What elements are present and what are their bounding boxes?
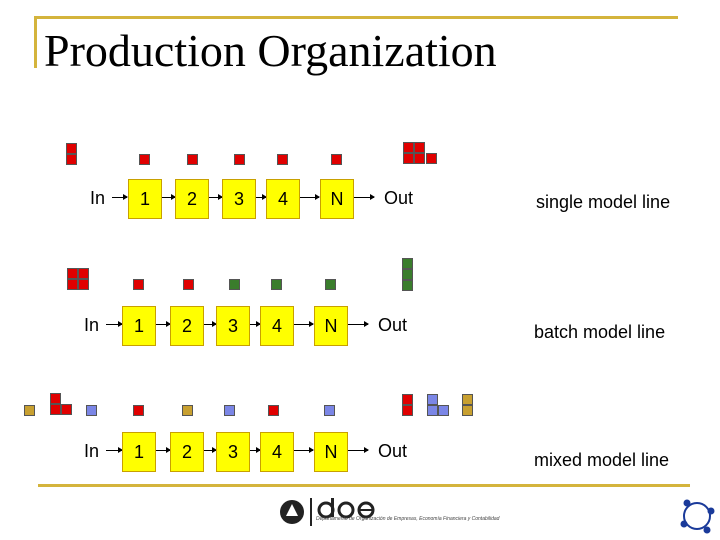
part-red	[50, 404, 61, 415]
flow-arrow	[256, 194, 267, 200]
part-red	[78, 268, 89, 279]
part-red	[50, 393, 61, 404]
part-gold	[462, 394, 473, 405]
flow-arrow	[156, 447, 171, 453]
station-2: 2	[170, 432, 204, 472]
part-red	[67, 279, 78, 290]
in-label: In	[84, 315, 100, 335]
flow-arrow	[106, 321, 123, 327]
station-3: 3	[216, 432, 250, 472]
line-type-label: batch model line	[534, 322, 666, 342]
part-blue	[427, 405, 438, 416]
part-blue	[324, 405, 335, 416]
part-red	[183, 279, 194, 290]
part-red	[402, 394, 413, 405]
station-n: N	[314, 306, 348, 346]
doe-logo	[280, 498, 375, 526]
flow-arrow	[250, 321, 261, 327]
part-green	[271, 279, 282, 290]
frame-top-rule	[34, 16, 678, 19]
part-red	[66, 154, 77, 165]
flow-arrow	[250, 447, 261, 453]
part-red	[403, 153, 414, 164]
part-blue	[224, 405, 235, 416]
station-1: 1	[128, 179, 162, 219]
flow-arrow	[348, 321, 369, 327]
part-red	[402, 405, 413, 416]
part-green	[402, 280, 413, 291]
frame-bottom-rule	[38, 484, 690, 487]
part-gold	[182, 405, 193, 416]
part-green	[402, 269, 413, 280]
part-red	[133, 279, 144, 290]
out-label: Out	[384, 188, 414, 208]
flow-arrow	[348, 447, 369, 453]
part-red	[268, 405, 279, 416]
part-red	[331, 154, 342, 165]
line-type-label: single model line	[536, 192, 671, 212]
part-red	[61, 404, 72, 415]
station-4: 4	[260, 432, 294, 472]
part-red	[139, 154, 150, 165]
part-red	[66, 143, 77, 154]
flow-arrow	[209, 194, 223, 200]
flow-arrow	[156, 321, 171, 327]
doe-logo-subtitle: Departamento de Organización de Empresas…	[316, 516, 500, 522]
flow-arrow	[106, 447, 123, 453]
flow-arrow	[162, 194, 176, 200]
slide-title: Production Organization	[44, 25, 497, 76]
station-1: 1	[122, 432, 156, 472]
part-red	[187, 154, 198, 165]
station-4: 4	[266, 179, 300, 219]
line-type-label: mixed model line	[534, 450, 670, 470]
part-green	[402, 258, 413, 269]
station-1: 1	[122, 306, 156, 346]
part-blue	[427, 394, 438, 405]
out-label: Out	[378, 441, 408, 461]
part-red	[414, 153, 425, 164]
part-red	[414, 142, 425, 153]
part-red	[78, 279, 89, 290]
part-red	[403, 142, 414, 153]
station-2: 2	[175, 179, 209, 219]
flow-arrow-dashed	[294, 447, 314, 453]
flow-arrow	[204, 321, 217, 327]
part-red	[234, 154, 245, 165]
part-red	[133, 405, 144, 416]
part-green	[325, 279, 336, 290]
in-label: In	[90, 188, 106, 208]
station-4: 4	[260, 306, 294, 346]
part-gold	[462, 405, 473, 416]
station-n: N	[320, 179, 354, 219]
flow-arrow	[354, 194, 375, 200]
out-label: Out	[378, 315, 408, 335]
station-n: N	[314, 432, 348, 472]
flow-arrow-dashed	[294, 321, 314, 327]
corner-molecule-logo	[680, 499, 715, 534]
flow-arrow	[112, 194, 128, 200]
part-blue	[86, 405, 97, 416]
part-red	[426, 153, 437, 164]
flow-arrow-dashed	[300, 194, 320, 200]
part-red	[67, 268, 78, 279]
station-2: 2	[170, 306, 204, 346]
station-3: 3	[222, 179, 256, 219]
part-blue	[438, 405, 449, 416]
frame-left-rule	[34, 16, 37, 68]
part-green	[229, 279, 240, 290]
part-gold	[24, 405, 35, 416]
part-red	[277, 154, 288, 165]
flow-arrow	[204, 447, 217, 453]
station-3: 3	[216, 306, 250, 346]
in-label: In	[84, 441, 100, 461]
